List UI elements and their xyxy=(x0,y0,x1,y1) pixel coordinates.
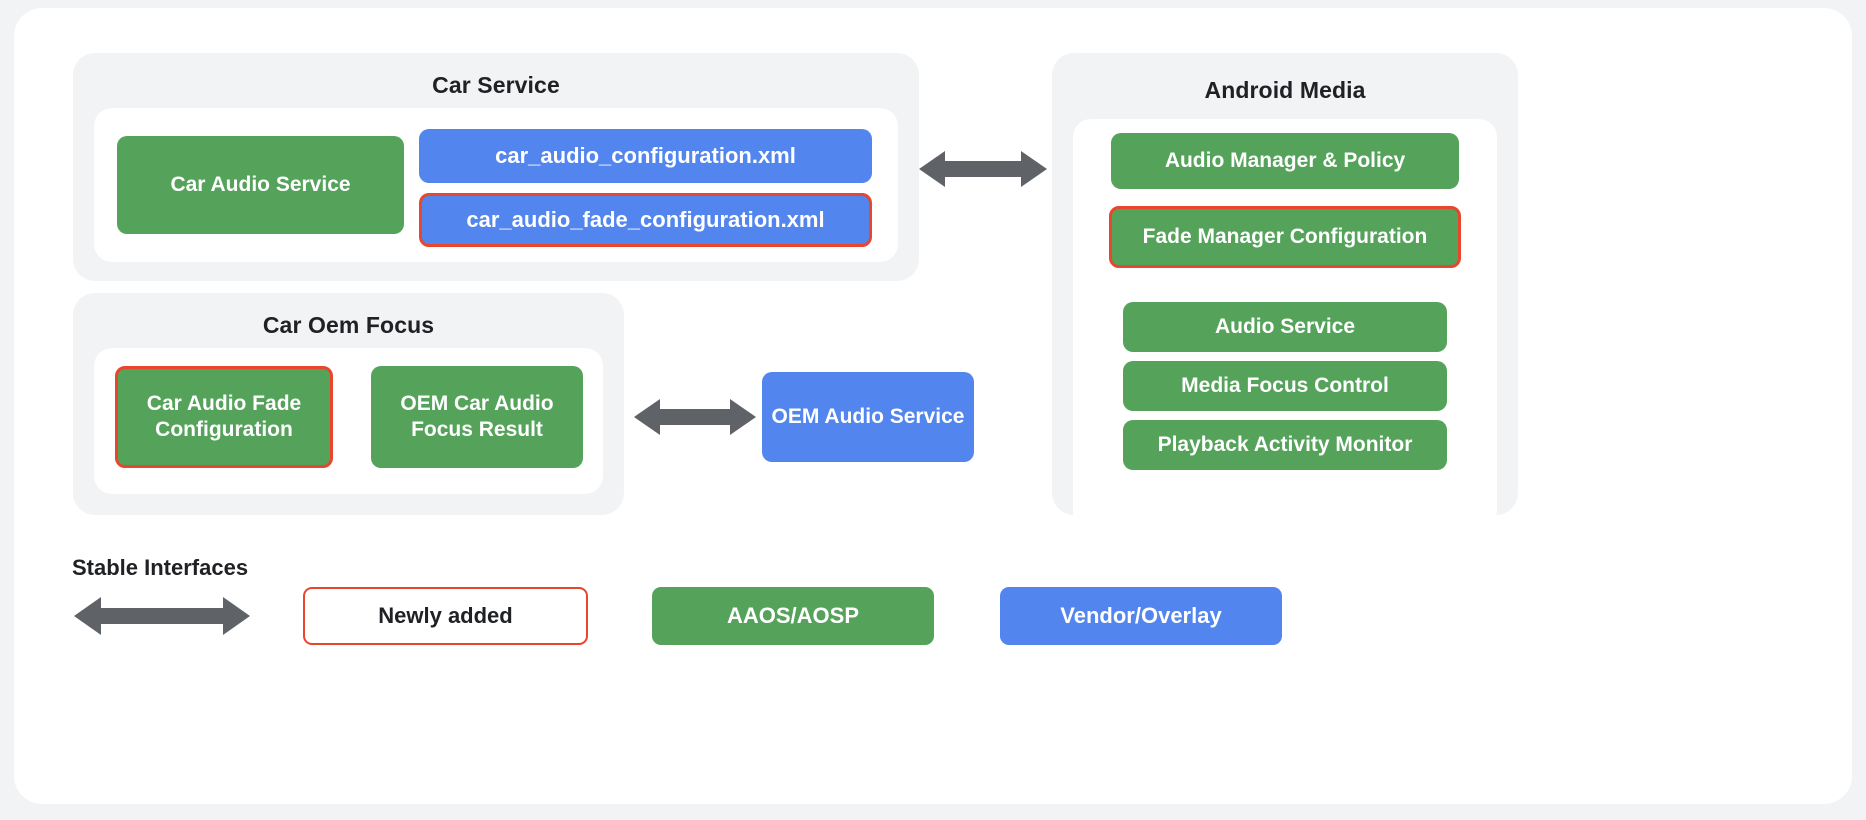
diagram-card: Car Service Car Audio Service car_audio_… xyxy=(14,8,1852,804)
double-arrow-icon xyxy=(919,151,1047,187)
node-oem-car-audio-focus-result[interactable]: OEM Car Audio Focus Result xyxy=(371,366,583,468)
node-oem-audio-service[interactable]: OEM Audio Service xyxy=(762,372,974,462)
node-car-audio-configuration-xml[interactable]: car_audio_configuration.xml xyxy=(419,129,872,183)
legend-item-aaos-aosp[interactable]: AAOS/AOSP xyxy=(652,587,934,645)
node-playback-activity-monitor-label: Playback Activity Monitor xyxy=(1157,433,1413,457)
node-audio-manager-policy-label: Audio Manager & Policy xyxy=(1164,149,1406,173)
node-audio-manager-policy[interactable]: Audio Manager & Policy xyxy=(1111,133,1459,189)
group-android-media: Android Media Audio Manager & Policy Fad… xyxy=(1052,53,1518,529)
node-audio-service[interactable]: Audio Service xyxy=(1123,302,1447,352)
group-android-media-inner: Audio Manager & Policy Fade Manager Conf… xyxy=(1073,119,1497,529)
legend-item-vendor-overlay[interactable]: Vendor/Overlay xyxy=(1000,587,1282,645)
connector-car-oem-focus-to-oem-audio-service xyxy=(634,396,756,438)
double-arrow-icon xyxy=(634,399,756,435)
group-car-oem-focus-title: Car Oem Focus xyxy=(262,312,435,338)
group-android-media-title: Android Media xyxy=(1204,77,1366,103)
group-car-oem-focus-inner: Car Audio Fade Configuration OEM Car Aud… xyxy=(94,348,603,494)
legend-arrow xyxy=(74,595,250,637)
legend-title: Stable Interfaces xyxy=(72,555,249,580)
node-fade-manager-configuration[interactable]: Fade Manager Configuration xyxy=(1109,206,1461,268)
node-car-audio-fade-configuration-label: Car Audio Fade Configuration xyxy=(146,392,302,441)
node-car-audio-fade-configuration[interactable]: Car Audio Fade Configuration xyxy=(115,366,333,468)
node-playback-activity-monitor[interactable]: Playback Activity Monitor xyxy=(1123,420,1447,470)
connector-car-service-to-android-media xyxy=(919,148,1047,190)
group-car-oem-focus: Car Oem Focus Car Audio Fade Configurati… xyxy=(73,293,624,515)
node-oem-car-audio-focus-result-label: OEM Car Audio Focus Result xyxy=(400,392,554,441)
group-car-service: Car Service Car Audio Service car_audio_… xyxy=(73,53,919,281)
group-car-service-title: Car Service xyxy=(432,72,560,98)
node-media-focus-control-label: Media Focus Control xyxy=(1181,374,1389,398)
node-car-audio-fade-configuration-xml[interactable]: car_audio_fade_configuration.xml xyxy=(419,193,872,247)
node-car-audio-fade-configuration-xml-label: car_audio_fade_configuration.xml xyxy=(466,206,825,232)
node-media-focus-control[interactable]: Media Focus Control xyxy=(1123,361,1447,411)
node-audio-service-label: Audio Service xyxy=(1214,315,1356,339)
node-oem-audio-service-label: OEM Audio Service xyxy=(771,405,965,429)
legend-item-newly-added[interactable]: Newly added xyxy=(303,587,588,645)
double-arrow-icon xyxy=(74,597,250,635)
node-fade-manager-configuration-label: Fade Manager Configuration xyxy=(1142,225,1428,249)
group-car-service-inner: Car Audio Service car_audio_configuratio… xyxy=(94,108,898,262)
node-car-audio-service[interactable]: Car Audio Service xyxy=(117,136,404,234)
legend-item-newly-added-label: Newly added xyxy=(378,603,513,628)
legend-item-aaos-aosp-label: AAOS/AOSP xyxy=(726,603,860,628)
legend-item-vendor-overlay-label: Vendor/Overlay xyxy=(1060,603,1222,628)
node-car-audio-configuration-xml-label: car_audio_configuration.xml xyxy=(495,142,796,168)
node-car-audio-service-label: Car Audio Service xyxy=(170,173,351,197)
